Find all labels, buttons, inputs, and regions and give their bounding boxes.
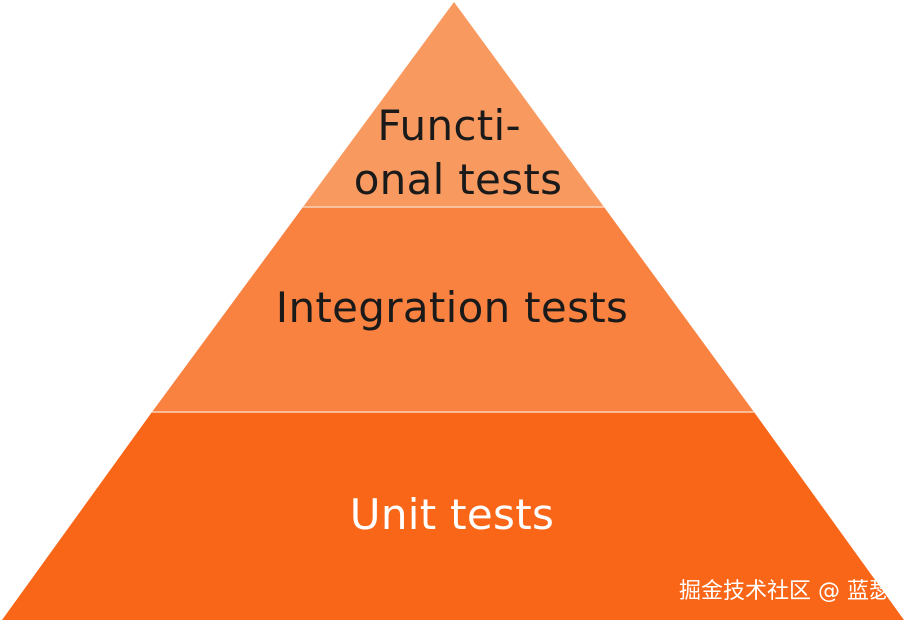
functional-tests-label: Functi- onal tests — [354, 101, 563, 204]
integration-tests-label-line-1: Integration tests — [276, 283, 628, 332]
integration-tests-label: Integration tests — [276, 283, 628, 332]
pyramid-tier-bottom — [2, 412, 904, 620]
pyramid-tier-top — [303, 2, 604, 207]
pyramid-tier-middle — [152, 207, 754, 412]
watermark-text: 掘金技术社区 @ 蓝瑟 — [679, 579, 891, 604]
unit-tests-label-line-1: Unit tests — [350, 490, 554, 539]
unit-tests-label: Unit tests — [350, 490, 554, 539]
functional-tests-label-line-1: Functi- — [377, 101, 521, 150]
functional-tests-label-line-2: onal tests — [354, 155, 563, 204]
